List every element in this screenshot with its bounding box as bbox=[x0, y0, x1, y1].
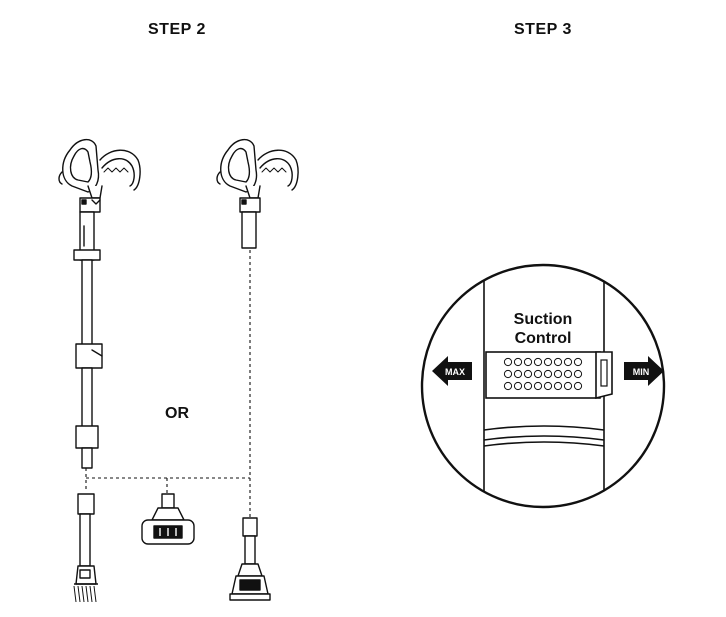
mini-motorized-tool-illustration bbox=[141, 493, 195, 545]
max-arrow-icon: MAX bbox=[432, 356, 472, 386]
suction-label-line-1: Suction bbox=[514, 311, 573, 328]
vacuum-handheld-illustration bbox=[216, 139, 299, 249]
upholstery-tool-illustration bbox=[229, 517, 271, 601]
attachment-connector-lines bbox=[85, 250, 251, 518]
step-3-title: STEP 3 bbox=[514, 21, 572, 38]
min-arrow-icon: MIN bbox=[624, 356, 664, 386]
vacuum-with-wand-illustration bbox=[58, 139, 141, 469]
suction-control-slider[interactable] bbox=[485, 351, 613, 400]
or-label: OR bbox=[165, 405, 189, 422]
max-label: MAX bbox=[445, 367, 465, 377]
crevice-brush-tool-illustration bbox=[73, 493, 98, 603]
suction-control-magnifier: Suction Control MAX MIN bbox=[420, 263, 666, 509]
min-label: MIN bbox=[633, 367, 650, 377]
suction-label-line-2: Control bbox=[515, 330, 572, 347]
step-2-title: STEP 2 bbox=[148, 21, 206, 38]
slider-grip-dots bbox=[503, 357, 583, 391]
